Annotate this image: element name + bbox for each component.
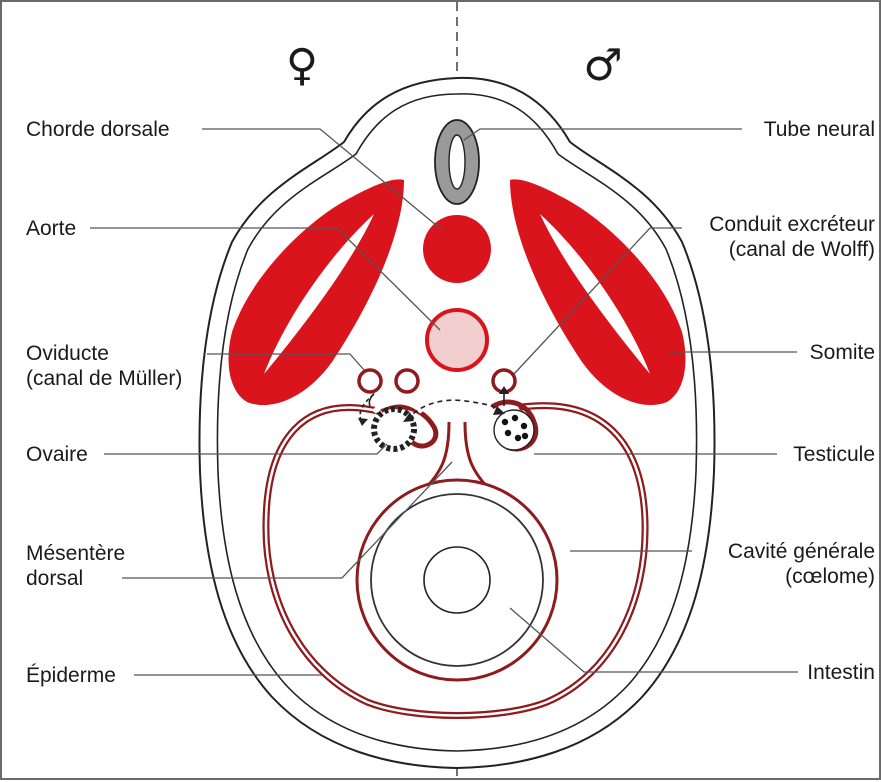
label-mesentere: Mésentère: [26, 542, 125, 565]
label-somite: Somite: [810, 341, 875, 364]
intestine: [357, 480, 557, 680]
label-intestin: Intestin: [807, 661, 875, 684]
label-coelome: (cœlome): [785, 565, 875, 588]
label-oviducte: Oviducte: [26, 342, 109, 365]
label-cavite-generale: Cavité générale: [728, 540, 875, 563]
label-tube-neural: Tube neural: [764, 118, 875, 141]
label-conduit-excreteur: Conduit excréteur: [709, 213, 875, 236]
label-testicule: Testicule: [793, 443, 875, 466]
notochord: [423, 215, 491, 283]
label-conduit-sub: (canal de Wolff): [729, 238, 875, 261]
label-epiderme: Épiderme: [26, 664, 116, 687]
label-oviducte-sub: (canal de Müller): [26, 367, 182, 390]
male-symbol: ♂: [583, 40, 622, 91]
female-symbol: ♀: [286, 40, 318, 91]
aorta: [427, 310, 487, 370]
label-chorde-dorsale: Chorde dorsale: [26, 118, 170, 141]
label-ovaire: Ovaire: [26, 443, 88, 466]
neural-tube: [435, 120, 479, 204]
label-mesentere-sub: dorsal: [26, 567, 83, 590]
label-aorte: Aorte: [26, 217, 76, 240]
